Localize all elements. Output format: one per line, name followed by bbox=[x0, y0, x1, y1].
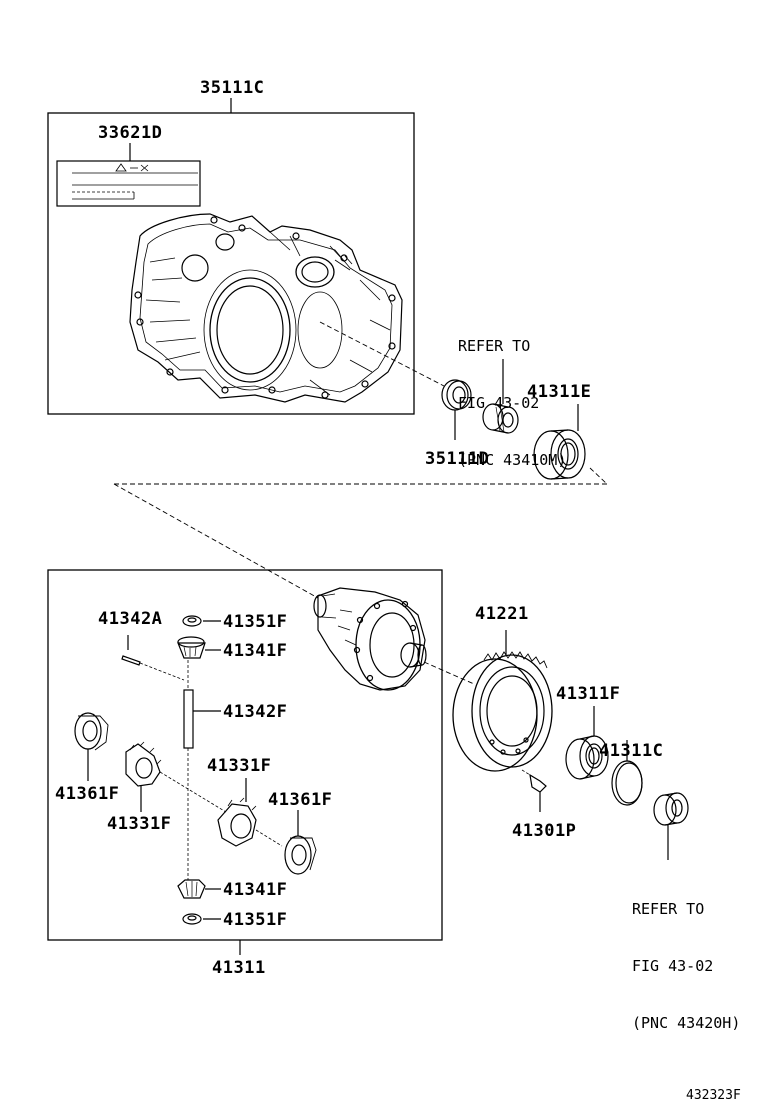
oil-seal-part bbox=[441, 379, 472, 440]
part-label-housing: 35111C bbox=[200, 78, 265, 98]
housing-group-box bbox=[47, 112, 415, 415]
group-dashed-line-3 bbox=[113, 483, 319, 599]
part-label-washer-left: 41361F bbox=[55, 784, 120, 804]
ring-gear-alignment-line bbox=[423, 661, 475, 685]
bearing-f-part bbox=[565, 706, 609, 780]
pinion-bottom-part bbox=[177, 879, 221, 899]
part-label-side-gear-right: 41331F bbox=[207, 756, 272, 776]
caution-label-part bbox=[56, 143, 201, 207]
refer-upper-line-1: REFER TO bbox=[458, 337, 531, 355]
refer-lower-line-1: REFER TO bbox=[632, 900, 705, 918]
part-label-bolt: 41301P bbox=[512, 821, 577, 841]
part-label-oil-seal: 35111D bbox=[425, 449, 490, 469]
refer-note-upper: REFER TO FIG 43-02 (PNC 43410M) bbox=[458, 299, 566, 489]
bearing-e-part bbox=[533, 404, 586, 480]
lower-reference-part bbox=[653, 792, 689, 860]
part-label-pinion-top: 41341F bbox=[223, 641, 288, 661]
diff-case-part bbox=[313, 587, 427, 691]
part-label-bearing-e: 41311E bbox=[527, 382, 592, 402]
shim-part bbox=[611, 740, 643, 806]
pinion-shaft-part bbox=[183, 660, 221, 880]
part-label-thrust-washer-bottom: 41351F bbox=[223, 910, 288, 930]
thrust-washer-bottom-part bbox=[182, 913, 221, 925]
bolt-part bbox=[521, 769, 547, 812]
side-gear-left-part bbox=[125, 741, 227, 813]
refer-upper-line-2: FIG 43-02 bbox=[458, 394, 540, 412]
side-gear-right-part bbox=[217, 778, 283, 847]
thrust-washer-top-part bbox=[182, 615, 221, 627]
refer-note-lower: REFER TO FIG 43-02 (PNC 43420H) bbox=[632, 862, 740, 1052]
seal-alignment-line bbox=[319, 321, 445, 387]
part-label-ring-gear: 41221 bbox=[475, 604, 529, 624]
washer-left-part bbox=[74, 712, 109, 781]
group-dashed-line-2 bbox=[589, 467, 608, 485]
part-label-washer-right: 41361F bbox=[268, 790, 333, 810]
pin-part bbox=[121, 635, 185, 681]
figure-id: 432323F bbox=[686, 1088, 741, 1103]
ring-gear-part bbox=[452, 630, 553, 772]
washer-right-part bbox=[284, 810, 317, 875]
part-label-pinion-shaft: 41342F bbox=[223, 702, 288, 722]
transaxle-housing-part bbox=[129, 213, 403, 403]
part-label-pin: 41342A bbox=[98, 609, 163, 629]
part-label-diff-assy: 41311 bbox=[212, 958, 266, 978]
part-label-pinion-bottom: 41341F bbox=[223, 880, 288, 900]
refer-upper-line-3: (PNC 43410M) bbox=[458, 451, 567, 469]
pinion-top-part bbox=[177, 636, 221, 659]
diff-group-box bbox=[47, 569, 443, 941]
refer-lower-line-3: (PNC 43420H) bbox=[632, 1014, 741, 1032]
part-label-caution: 33621D bbox=[98, 123, 163, 143]
part-label-bearing-f: 41311F bbox=[556, 684, 621, 704]
part-label-side-gear-left: 41331F bbox=[107, 814, 172, 834]
upper-reference-part bbox=[482, 359, 519, 434]
part-label-thrust-washer-top: 41351F bbox=[223, 612, 288, 632]
refer-lower-line-2: FIG 43-02 bbox=[632, 957, 714, 975]
part-label-shim: 41311C bbox=[599, 741, 664, 761]
